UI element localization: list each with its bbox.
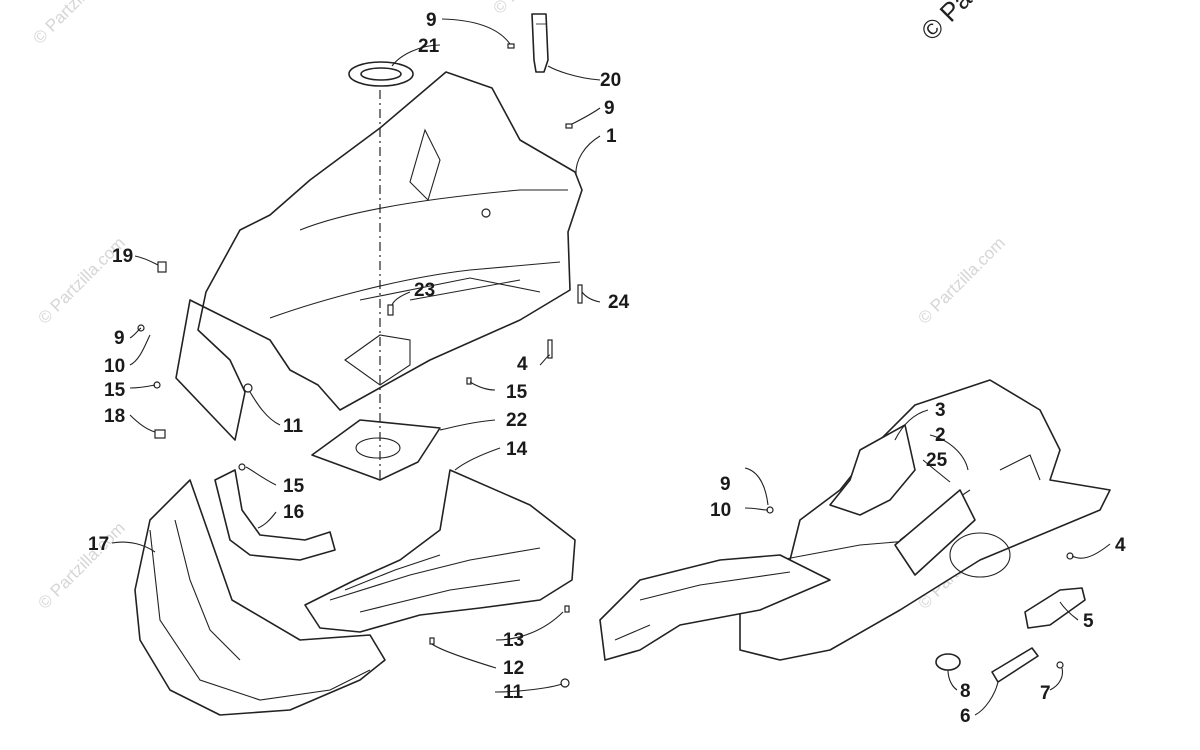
callout-23: 23 — [414, 280, 435, 301]
copyright-text: © Par — [915, 0, 984, 46]
callout-15-left: 15 — [104, 380, 126, 401]
callout-24: 24 — [608, 292, 630, 313]
watermark-1: © Partzilla.com — [29, 0, 123, 48]
watermark-5: © Partzilla.com — [914, 233, 1008, 327]
part-17-nose — [134, 479, 386, 716]
callout-10-right-panel: 10 — [710, 500, 731, 521]
callout-10-left: 10 — [104, 356, 125, 377]
part-1-belly-pan — [175, 71, 583, 441]
part-11-rail — [599, 554, 831, 661]
callout-6: 6 — [960, 706, 971, 727]
hardware — [137, 43, 1074, 688]
callout-11-left: 11 — [283, 416, 304, 437]
callout-9-right: 9 — [604, 98, 615, 119]
callout-21: 21 — [418, 36, 440, 57]
callout-3: 3 — [935, 400, 946, 421]
callout-1: 1 — [606, 126, 617, 147]
part-6-plate — [991, 647, 1039, 683]
callout-4-left: 4 — [517, 354, 528, 375]
callout-9-top: 9 — [426, 10, 437, 31]
callout-9-right-panel: 9 — [720, 474, 731, 495]
part-16-bracket — [214, 469, 336, 561]
callout-9-left: 9 — [114, 328, 125, 349]
part-22-plate — [311, 419, 441, 481]
callout-11-bottom: 11 — [503, 682, 524, 703]
callout-16: 16 — [283, 502, 304, 523]
callout-7: 7 — [1040, 683, 1051, 704]
part-8-cap — [935, 653, 961, 671]
part-2-side-panel — [729, 379, 1111, 661]
callout-22: 22 — [506, 410, 527, 431]
callout-15-mid: 15 — [506, 382, 528, 403]
callout-5: 5 — [1083, 611, 1094, 632]
callout-17: 17 — [88, 534, 109, 555]
part-5-handle — [1024, 587, 1086, 629]
callout-2: 2 — [935, 425, 946, 446]
callout-8: 8 — [960, 681, 971, 702]
callout-25: 25 — [926, 450, 948, 471]
part-21-ring — [348, 61, 414, 87]
callout-18: 18 — [104, 406, 125, 427]
callout-19: 19 — [112, 246, 133, 267]
leader-lines — [111, 18, 1111, 716]
callout-4-right: 4 — [1115, 535, 1126, 556]
callout-13: 13 — [503, 630, 524, 651]
callout-12: 12 — [503, 658, 524, 679]
part-20-bracket — [531, 13, 549, 73]
callouts: 9 21 20 9 1 19 23 24 9 4 10 15 15 18 22 … — [88, 10, 1126, 727]
callout-15-lower: 15 — [283, 476, 305, 497]
callout-14: 14 — [506, 439, 528, 460]
part-14-lower-pan — [304, 469, 576, 633]
callout-20: 20 — [600, 70, 621, 91]
watermark-6: © Partzilla.com — [34, 518, 128, 612]
part-3-panel — [829, 424, 916, 516]
